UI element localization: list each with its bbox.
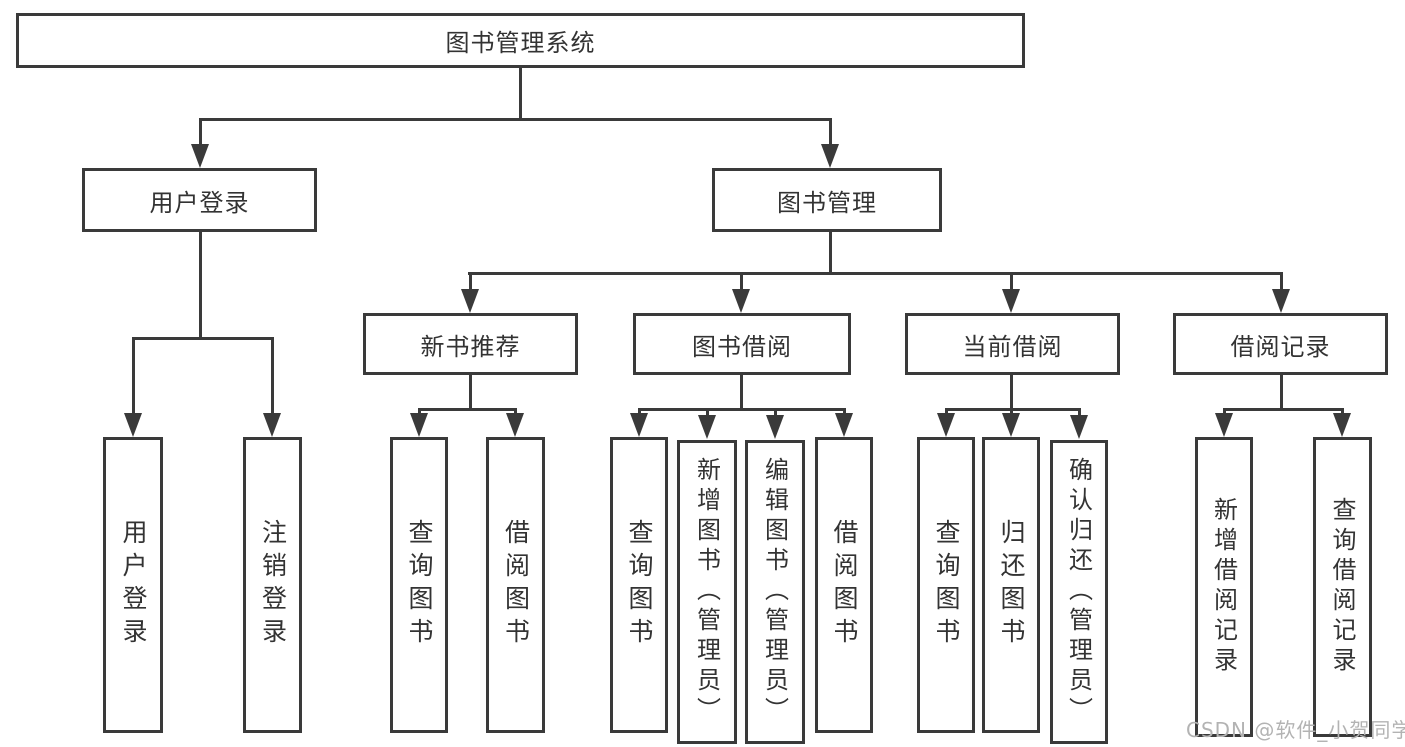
leaf-bw-query-label: 查询图书 — [625, 519, 654, 651]
arrowhead-rc-add — [1215, 413, 1233, 437]
arrowhead-book-mgmt — [821, 144, 839, 168]
arrowhead-user-login — [191, 144, 209, 168]
connector-rc-stub — [1280, 375, 1283, 408]
node-user-login: 用户登录 — [82, 168, 317, 232]
leaf-rc-query-label: 查询借阅记录 — [1328, 497, 1356, 677]
arrowhead-new-books — [461, 289, 479, 313]
watermark: CSDN @软件_小贺同学 — [1186, 718, 1405, 742]
leaf-cu-confirm: 确认归还（管理员） — [1050, 440, 1108, 744]
node-current: 当前借阅 — [905, 313, 1120, 375]
connector-rc-bar — [1223, 408, 1344, 411]
connector-login-drop-2 — [271, 337, 274, 415]
leaf-bw-query: 查询图书 — [610, 437, 668, 733]
leaf-login: 用户登录 — [103, 437, 163, 733]
connector-l3-drop-2 — [740, 272, 743, 292]
node-root-label: 图书管理系统 — [445, 29, 596, 57]
connector-login-stub — [199, 232, 202, 337]
connector-cu-drop-2 — [1010, 408, 1013, 416]
connector-root-stub — [519, 68, 522, 120]
leaf-bw-borrow-label: 借阅图书 — [830, 519, 859, 651]
leaf-nb-borrow: 借阅图书 — [486, 437, 545, 733]
connector-l3-drop-1 — [469, 272, 472, 292]
leaf-logout-label: 注销登录 — [258, 519, 288, 651]
connector-nb-drop-1 — [418, 408, 421, 416]
connector-bw-bar — [638, 408, 846, 411]
arrowhead-rc-query — [1333, 413, 1351, 437]
arrowhead-nb-query — [410, 413, 428, 437]
arrowhead-leaf-logout — [263, 413, 281, 437]
leaf-bw-edit: 编辑图书（管理员） — [745, 440, 805, 744]
connector-bw-drop-4 — [843, 408, 846, 416]
node-records: 借阅记录 — [1173, 313, 1388, 375]
connector-bw-drop-2 — [706, 408, 709, 416]
leaf-nb-borrow-label: 借阅图书 — [501, 519, 531, 651]
node-records-label: 借阅记录 — [1230, 332, 1331, 361]
connector-bw-drop-1 — [638, 408, 641, 416]
arrowhead-records — [1272, 289, 1290, 313]
connector-l1-bar — [199, 118, 832, 121]
leaf-nb-query-label: 查询图书 — [405, 519, 434, 651]
arrowhead-bw-add — [698, 415, 716, 439]
leaf-rc-query: 查询借阅记录 — [1313, 437, 1372, 737]
connector-l3-drop-4 — [1280, 272, 1283, 292]
arrowhead-cu-confirm — [1070, 415, 1088, 439]
node-new-books-label: 新书推荐 — [420, 332, 521, 361]
connector-cu-drop-3 — [1078, 408, 1081, 416]
connector-nb-stub — [469, 375, 472, 408]
connector-bw-stub — [740, 375, 743, 408]
connector-cu-drop-1 — [945, 408, 948, 416]
leaf-cu-return-label: 归还图书 — [997, 519, 1026, 651]
connector-mgmt-stub — [829, 232, 832, 272]
leaf-cu-confirm-label: 确认归还（管理员） — [1064, 457, 1093, 727]
connector-rc-drop-1 — [1223, 408, 1226, 416]
connector-cu-bar — [945, 408, 1081, 411]
arrowhead-leaf-login — [124, 413, 142, 437]
connector-login-drop-1 — [132, 337, 135, 415]
leaf-nb-query: 查询图书 — [390, 437, 448, 733]
leaf-bw-borrow: 借阅图书 — [815, 437, 873, 733]
node-borrowing-label: 图书借阅 — [692, 332, 792, 361]
leaf-bw-add-label: 新增图书（管理员） — [692, 457, 721, 727]
arrowhead-bw-query — [630, 413, 648, 437]
connector-nb-bar — [418, 408, 517, 411]
connector-l1-drop-right — [829, 118, 832, 148]
leaf-cu-query: 查询图书 — [917, 437, 975, 733]
node-current-label: 当前借阅 — [962, 332, 1063, 361]
leaf-rc-add-label: 新增借阅记录 — [1209, 497, 1238, 677]
leaf-login-label: 用户登录 — [119, 519, 148, 651]
arrowhead-current — [1002, 289, 1020, 313]
arrowhead-cu-return — [1002, 413, 1020, 437]
arrowhead-nb-borrow — [506, 413, 524, 437]
arrowhead-cu-query — [937, 413, 955, 437]
node-book-mgmt-label: 图书管理 — [777, 188, 877, 217]
node-root: 图书管理系统 — [16, 13, 1025, 68]
leaf-cu-return: 归还图书 — [982, 437, 1040, 733]
leaf-rc-add: 新增借阅记录 — [1195, 437, 1253, 737]
arrowhead-borrowing — [732, 289, 750, 313]
connector-l1-drop-left — [199, 118, 202, 148]
connector-l3-bar — [468, 272, 1282, 275]
leaf-cu-query-label: 查询图书 — [932, 519, 961, 651]
node-book-mgmt: 图书管理 — [712, 168, 942, 232]
connector-bw-drop-3 — [774, 408, 777, 416]
leaf-bw-edit-label: 编辑图书（管理员） — [760, 457, 789, 727]
node-new-books: 新书推荐 — [363, 313, 578, 375]
leaf-bw-add: 新增图书（管理员） — [677, 440, 737, 744]
connector-l3-drop-3 — [1010, 272, 1013, 292]
leaf-logout: 注销登录 — [243, 437, 302, 733]
connector-nb-drop-2 — [514, 408, 517, 416]
connector-rc-drop-2 — [1341, 408, 1344, 416]
arrowhead-bw-borrow — [835, 413, 853, 437]
arrowhead-bw-edit — [766, 415, 784, 439]
connector-cu-stub — [1010, 375, 1013, 408]
node-user-login-label: 用户登录 — [149, 188, 250, 217]
node-borrowing: 图书借阅 — [633, 313, 851, 375]
connector-login-bar — [132, 337, 274, 340]
